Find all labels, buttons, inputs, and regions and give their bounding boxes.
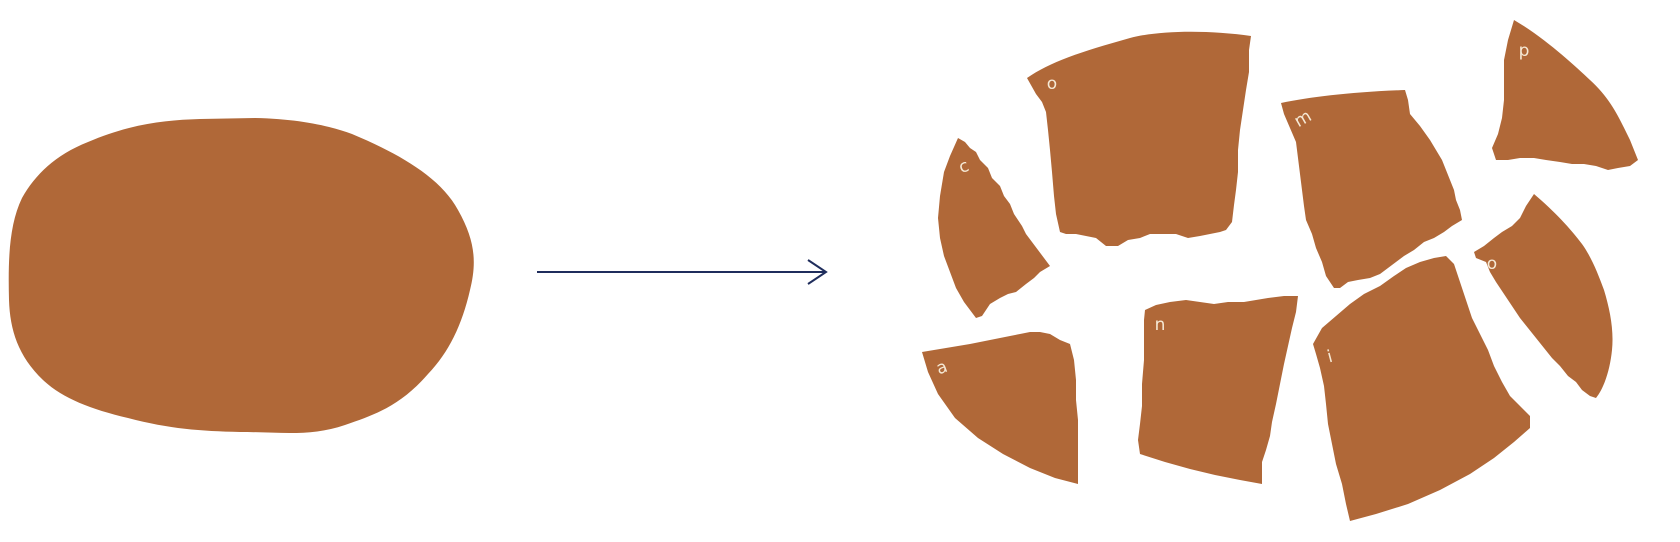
- piece-letter-n: n: [1155, 315, 1166, 335]
- piece-letter-o-right: o: [1487, 254, 1497, 274]
- piece-a: a: [922, 332, 1078, 484]
- piece-c-shape: [938, 138, 1050, 318]
- piece-p: p: [1492, 20, 1638, 170]
- whole-clay-shape: [8, 118, 474, 434]
- piece-i: i: [1313, 256, 1530, 521]
- piece-o-right-shape: [1474, 194, 1613, 398]
- piece-m-shape: [1281, 90, 1462, 288]
- piece-a-shape: [922, 332, 1078, 484]
- piece-o-right: o: [1474, 194, 1613, 398]
- piece-m: m: [1281, 90, 1462, 288]
- piece-o-top-shape: [1027, 31, 1251, 247]
- transformation-arrow: [537, 259, 828, 285]
- piece-n-shape: [1138, 296, 1298, 484]
- piece-c: c: [938, 138, 1050, 318]
- piece-letter-p: p: [1519, 41, 1530, 61]
- piece-n: n: [1138, 296, 1298, 484]
- arrow-head: [807, 259, 828, 285]
- piece-letter-i: i: [1325, 347, 1335, 368]
- broken-pieces: c o m p o n i: [922, 20, 1638, 521]
- piece-i-shape: [1313, 256, 1530, 521]
- piece-p-shape: [1492, 20, 1638, 170]
- piece-letter-o-top: o: [1047, 74, 1057, 94]
- piece-o-top: o: [1027, 31, 1251, 247]
